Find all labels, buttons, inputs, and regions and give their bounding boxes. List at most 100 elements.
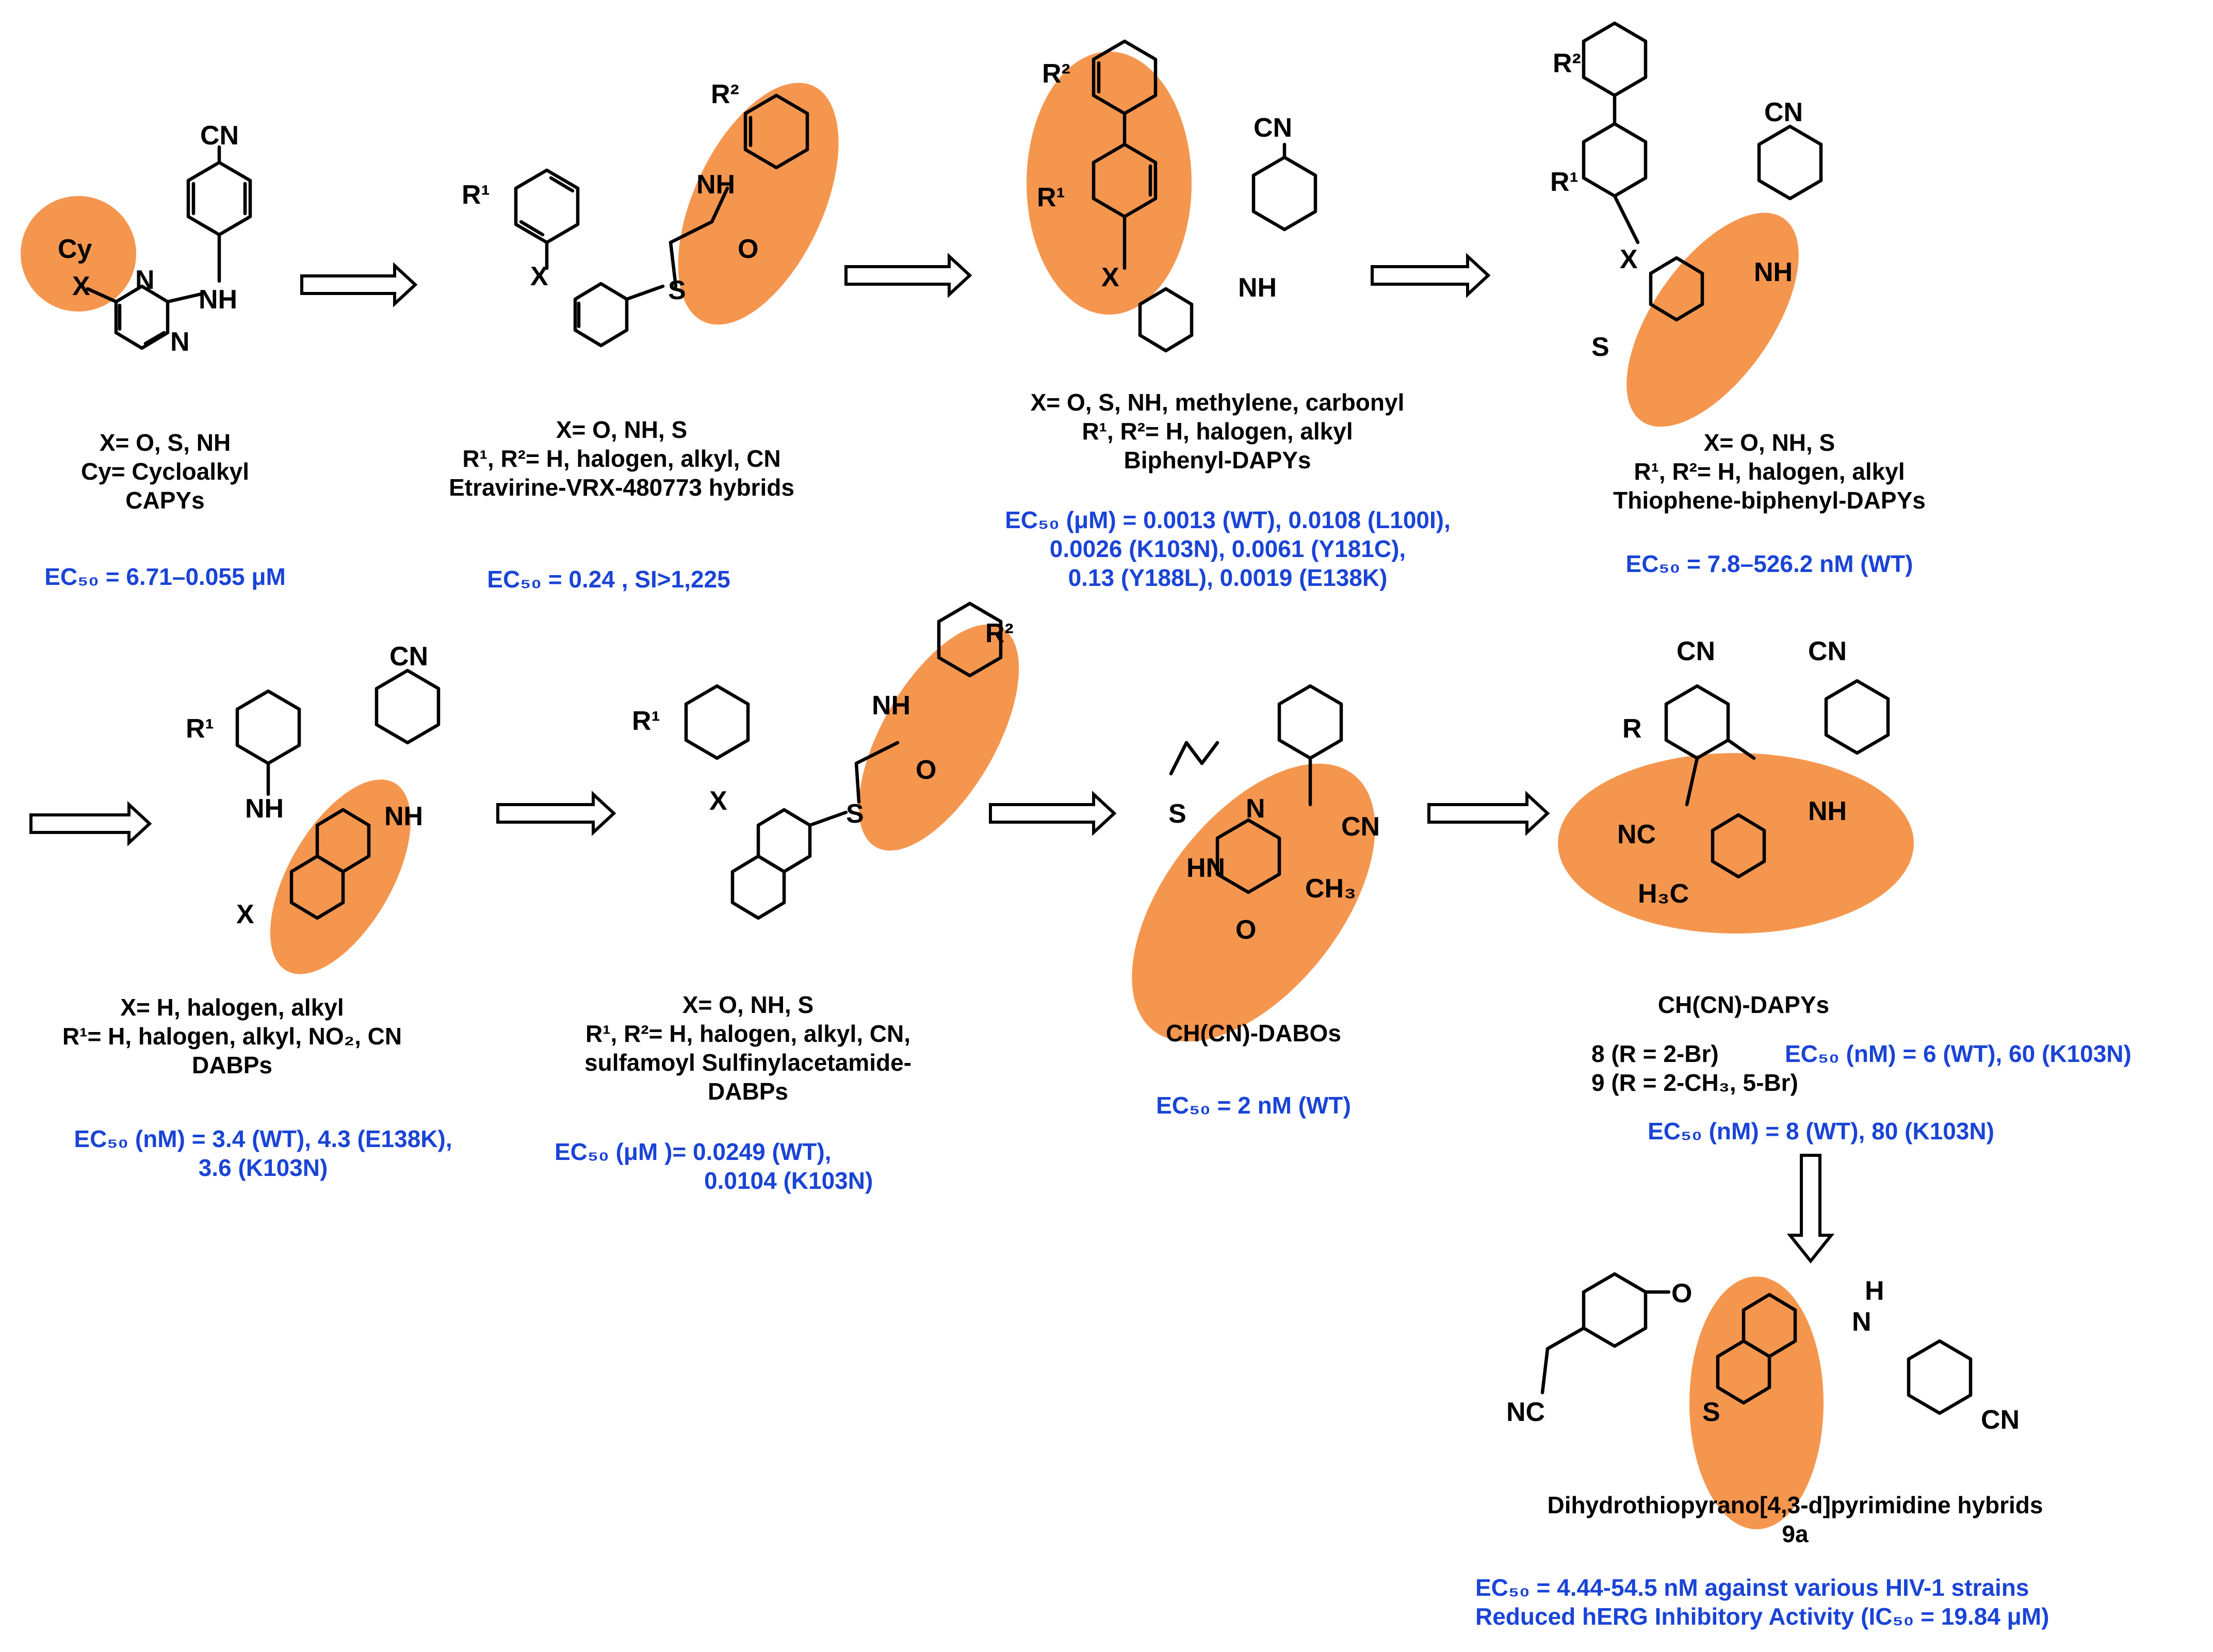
activity-9a: EC₅₀ = 4.44-54.5 nM against various HIV-… [1475, 1573, 2198, 1631]
atom-cy: Cy [58, 234, 92, 264]
atom-r2: R² [1553, 48, 1581, 78]
label-line: R¹= H, halogen, alkyl, NO₂, CN [62, 1023, 402, 1050]
highlight-amide [678, 83, 839, 325]
atom-nc: NC [1617, 820, 1656, 849]
atom-s: S [846, 799, 864, 829]
atom-h3c: H₃C [1638, 879, 1689, 909]
atom-h: H [1865, 1276, 1884, 1306]
atom-cn: CN [1764, 97, 1803, 127]
atom-nh: NH [384, 802, 423, 831]
atom-cn: CN [1677, 636, 1715, 666]
atom-n: N [1852, 1307, 1872, 1337]
activity-line: EC₅₀ = 0.24 , SI>1,225 [487, 566, 730, 593]
atom-ch3: CH₃ [1305, 874, 1356, 904]
atom-r: R [1622, 714, 1642, 744]
atom-s: S [1168, 799, 1186, 829]
label-line: R¹, R²= H, halogen, alkyl [1634, 458, 1905, 485]
atom-o: O [1671, 1279, 1692, 1308]
arrow-4 [29, 801, 152, 846]
process-arrows [29, 253, 1835, 1264]
atom-nh: NH [1754, 257, 1793, 287]
label-line: Etravirine-VRX-480773 hybrids [449, 474, 794, 501]
arrow-3 [1371, 253, 1491, 298]
activity-etravirine-hybrids: EC₅₀ = 0.24 , SI>1,225 [433, 565, 784, 594]
structure-etravirine-hybrid: R¹ X S O NH R² [462, 79, 809, 348]
labels-dabps: X= H, halogen, alkyl R¹= H, halogen, alk… [15, 993, 449, 1079]
activity-thiophene-biphenyl-dapys: EC₅₀ = 7.8–526.2 nM (WT) [1589, 549, 1950, 578]
activity-line: EC₅₀ (nM) = 6 (WT), 60 (K103N) [1785, 1040, 2131, 1067]
atom-nc: NC [1506, 1397, 1545, 1427]
structure-chcn-dabos: S N CN HN O CH₃ [1168, 684, 1380, 945]
atom-r2: R² [985, 618, 1014, 648]
label-line: CH(CN)-DAPYs [1657, 991, 1830, 1018]
label-line: 9 (R = 2-CH₃, 5-Br) [1591, 1069, 1798, 1097]
atom-cn: CN [200, 121, 239, 151]
label-line: DABPs [708, 1078, 788, 1105]
atom-n: N [135, 265, 155, 295]
structure-capys: CN Cy X N N NH [58, 121, 252, 357]
structure-9a: O H N NC S CN [1506, 1272, 2020, 1435]
highlight-dapy [1558, 753, 1914, 934]
activity-line: EC₅₀ = 2 nM (WT) [1156, 1092, 1351, 1119]
atom-x: X [72, 271, 90, 301]
activity-line: EC₅₀ = 4.44-54.5 nM against various HIV-… [1475, 1574, 2029, 1601]
label-line: sulfamoyl Sulfinylacetamide- [584, 1049, 912, 1076]
activity-line: Reduced hERG Inhibitory Activity (IC₅₀ =… [1475, 1603, 2049, 1630]
atom-cn: CN [389, 642, 428, 672]
label-line: Cy= Cycloalkyl [80, 458, 250, 485]
arrow-2 [844, 253, 972, 298]
label-line: Thiophene-biphenyl-DAPYs [1613, 487, 1926, 514]
labels-9a: Dihydrothiopyrano[4,3-d]pyrimidine hybri… [1486, 1491, 2105, 1548]
activity-compound-8: EC₅₀ (nM) = 6 (WT), 60 (K103N) [1785, 1039, 2198, 1068]
highlight-dabo [1132, 763, 1375, 1042]
highlight-thiophene [1626, 212, 1799, 427]
arrow-6 [989, 791, 1117, 836]
label-line: CAPYs [125, 487, 205, 514]
labels-thiophene-biphenyl-dapys: X= O, NH, S R¹, R²= H, halogen, alkyl Th… [1537, 428, 2002, 515]
atom-cn: CN [1254, 113, 1292, 143]
activity-line: EC₅₀ (μM) = 0.0013 (WT), 0.0108 (L100I), [1005, 506, 1451, 533]
atom-s: S [668, 275, 686, 305]
activity-dabps: EC₅₀ (nM) = 3.4 (WT), 4.3 (E138K), 3.6 (… [31, 1124, 495, 1182]
arrow-1 [300, 262, 418, 307]
atom-r1: R¹ [1550, 167, 1579, 197]
labels-chcn-dabos: CH(CN)-DABOs [1109, 1019, 1398, 1048]
structure-sulfinylacetamide-dabps: R¹ X S O NH R² [632, 601, 1014, 920]
activity-line: EC₅₀ = 7.8–526.2 nM (WT) [1625, 550, 1913, 577]
labels-etravirine-hybrids: X= O, NH, S R¹, R²= H, halogen, alkyl, C… [397, 415, 846, 502]
highlight-quinazoline [270, 779, 411, 974]
arrow-5 [496, 791, 616, 836]
atom-r1: R¹ [186, 714, 214, 744]
structure-biphenyl-dapy: CN R² R¹ X NH [1037, 39, 1317, 353]
atom-nh: NH [696, 170, 735, 200]
atom-s: S [1591, 332, 1609, 362]
label-line: X= H, halogen, alkyl [120, 994, 344, 1021]
activity-line: 0.0026 (K103N), 0.0061 (Y181C), [1049, 535, 1406, 563]
activity-line: 3.6 (K103N) [198, 1154, 328, 1182]
label-line: X= O, S, NH, methylene, carbonyl [1030, 389, 1405, 416]
activity-capys: EC₅₀ = 6.71–0.055 μM [21, 562, 310, 591]
label-line: X= O, NH, S [682, 991, 814, 1018]
label-line: DABPs [192, 1052, 272, 1079]
labels-sulfinylacetamide-dabps: X= O, NH, S R¹, R²= H, halogen, alkyl, C… [526, 990, 970, 1106]
label-line: 9a [1782, 1520, 1809, 1548]
atom-s: S [1702, 1397, 1720, 1427]
atom-n: N [170, 327, 190, 357]
atom-x: X [709, 786, 727, 816]
arrow-down [1786, 1154, 1835, 1264]
activity-sulfinylacetamide-dabps: EC₅₀ (μM )= 0.0249 (WT), 0.0104 (K103N) [555, 1137, 926, 1195]
label-line: Dihydrothiopyrano[4,3-d]pyrimidine hybri… [1547, 1492, 2043, 1518]
atom-r2: R² [711, 79, 739, 109]
activity-line: EC₅₀ = 6.71–0.055 μM [44, 563, 286, 590]
labels-biphenyl-dapys: X= O, S, NH, methylene, carbonyl R¹, R²=… [970, 388, 1465, 475]
atom-hn: HN [1186, 853, 1225, 883]
arrow-7 [1427, 791, 1550, 836]
atom-cn: CN [1981, 1405, 2020, 1435]
atom-r1: R¹ [462, 180, 490, 210]
atom-n: N [1246, 794, 1265, 824]
activity-line: 0.13 (Y188L), 0.0019 (E138K) [1068, 564, 1388, 592]
activity-compound-9: EC₅₀ (nM) = 8 (WT), 80 (K103N) [1589, 1117, 2053, 1146]
atom-nh: NH [1808, 796, 1847, 826]
activity-line: EC₅₀ (nM) = 8 (WT), 80 (K103N) [1648, 1118, 1994, 1144]
